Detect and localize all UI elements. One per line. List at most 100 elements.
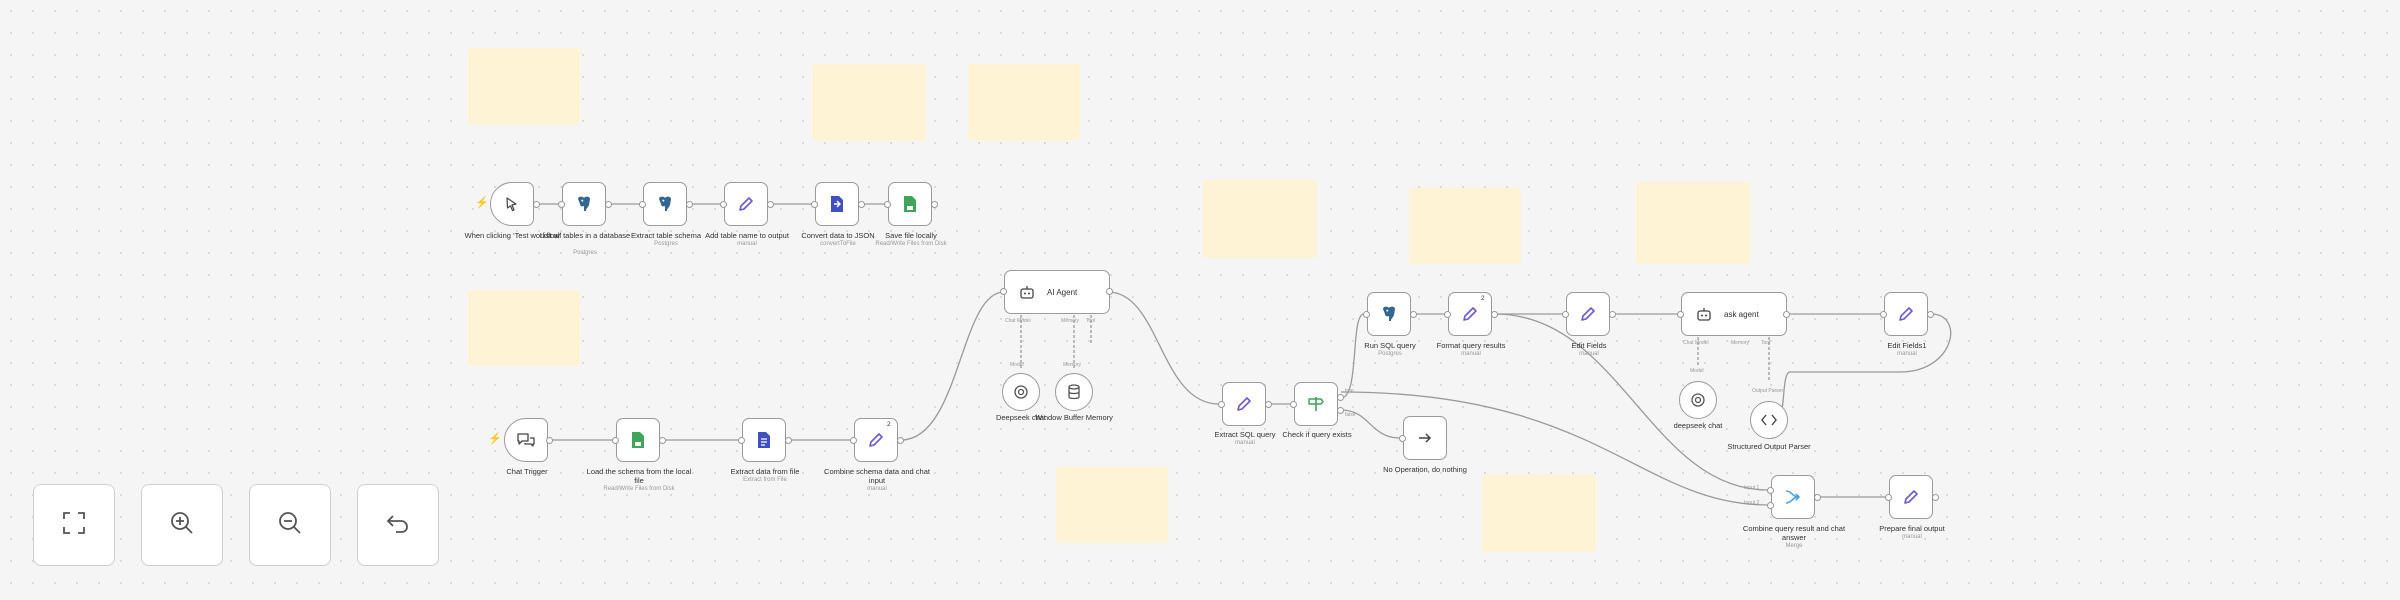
input-port[interactable] [1885,494,1892,501]
input-port[interactable] [1290,401,1297,408]
cursor-click-icon [502,194,522,214]
output-port[interactable] [659,437,666,444]
sticky-note[interactable] [812,64,926,140]
node-label: Check if query exists [1282,430,1352,439]
output-port[interactable] [546,437,553,444]
sticky-note[interactable] [468,48,580,124]
node-subtitle: Extract from File [743,477,787,483]
sticky-note[interactable] [1203,180,1317,258]
output-port[interactable] [1927,311,1934,318]
input-port[interactable] [558,201,565,208]
input-port[interactable] [1218,401,1225,408]
chat-trigger-node[interactable] [504,418,548,462]
input-port[interactable] [811,201,818,208]
output-port[interactable] [931,201,938,208]
sticky-note[interactable] [968,64,1080,140]
output-port[interactable] [1106,288,1113,295]
input-port-1[interactable] [1767,487,1774,494]
node-label: Format query results [1436,341,1506,350]
output-port[interactable] [686,201,693,208]
list-tables-node[interactable] [562,182,606,226]
node-label: Run SQL query [1364,341,1416,350]
input-port[interactable] [1399,435,1406,442]
input-port[interactable] [1677,311,1684,318]
node-label: Edit Fields [1571,341,1607,350]
zoom-in-button[interactable] [141,484,223,566]
output-port[interactable] [1410,311,1417,318]
node-subtitle: manual [867,486,887,492]
extract-sql-node[interactable] [1222,382,1266,426]
output-port[interactable] [767,201,774,208]
node-label: Add table name to output [705,231,789,240]
input-port[interactable] [720,201,727,208]
edit-fields1-node[interactable] [1884,292,1928,336]
input-port[interactable] [850,437,857,444]
sticky-note[interactable] [1409,188,1521,264]
add-table-name-node[interactable] [724,182,768,226]
database-icon [1064,382,1084,402]
output-port[interactable] [1491,311,1498,318]
format-results-node[interactable] [1448,292,1492,336]
fit-view-button[interactable] [33,484,115,566]
input-port[interactable] [1363,311,1370,318]
output-port[interactable] [605,201,612,208]
save-file-node[interactable] [888,182,932,226]
output-port[interactable] [785,437,792,444]
window-memory-node[interactable] [1055,373,1093,411]
combine-output-node[interactable] [1771,475,1815,519]
sticky-note[interactable] [1482,474,1596,552]
combine-schema-node[interactable] [854,418,898,462]
convert-json-node[interactable] [815,182,859,226]
input-port[interactable] [738,437,745,444]
sticky-note[interactable] [468,290,580,366]
deepseek-icon [1011,382,1031,402]
input-port[interactable] [884,201,891,208]
pencil-icon [736,194,756,214]
port-label: Memory [1731,340,1750,346]
output-port[interactable] [1609,311,1616,318]
output-port[interactable] [897,437,904,444]
sticky-note[interactable] [1636,182,1750,264]
output-port-true[interactable] [1337,394,1344,401]
ai-agent-node[interactable]: AI Agent [1004,270,1110,314]
output-port[interactable] [1932,494,1939,501]
extract-from-file-node[interactable] [742,418,786,462]
input-port[interactable] [639,201,646,208]
input-port[interactable] [1444,311,1451,318]
node-subtitle: Read/Write Files from Disk [603,486,675,492]
input-port[interactable] [612,437,619,444]
check-query-node[interactable] [1294,382,1338,426]
node-label: Combine schema data and chat input [824,467,930,485]
input-port[interactable] [1562,311,1569,318]
edit-fields-node[interactable] [1566,292,1610,336]
node-label: List all tables in a database [539,231,631,240]
node-subtitle: Postgres [654,241,678,247]
no-op-node[interactable] [1403,416,1447,460]
deepseek-chat-node[interactable] [1002,373,1040,411]
pencil-icon [1578,304,1598,324]
final-output-node[interactable] [1889,475,1933,519]
sticky-note[interactable] [1056,467,1168,543]
schema-extract-node[interactable] [643,182,687,226]
undo-button[interactable] [357,484,439,566]
input-port[interactable] [1880,311,1887,318]
zoom-out-button[interactable] [249,484,331,566]
output-port-false[interactable] [1337,407,1344,414]
node-subtitle: manual [1902,534,1922,540]
connection [1779,313,1952,413]
run-sql-node[interactable] [1367,292,1411,336]
output-port[interactable] [533,201,540,208]
input-port-2[interactable] [1767,502,1774,509]
output-port[interactable] [1814,494,1821,501]
output-port[interactable] [1783,311,1790,318]
output-port[interactable] [858,201,865,208]
output-parser-node[interactable] [1750,401,1788,439]
deepseek-chat2-node[interactable] [1679,381,1717,419]
second-agent-node[interactable]: ask agent [1681,292,1787,336]
load-schema-node[interactable] [616,418,660,462]
manual-trigger-node[interactable] [490,182,534,226]
input-port[interactable] [1000,288,1007,295]
file-extract-icon [754,430,774,450]
output-port[interactable] [1265,401,1272,408]
